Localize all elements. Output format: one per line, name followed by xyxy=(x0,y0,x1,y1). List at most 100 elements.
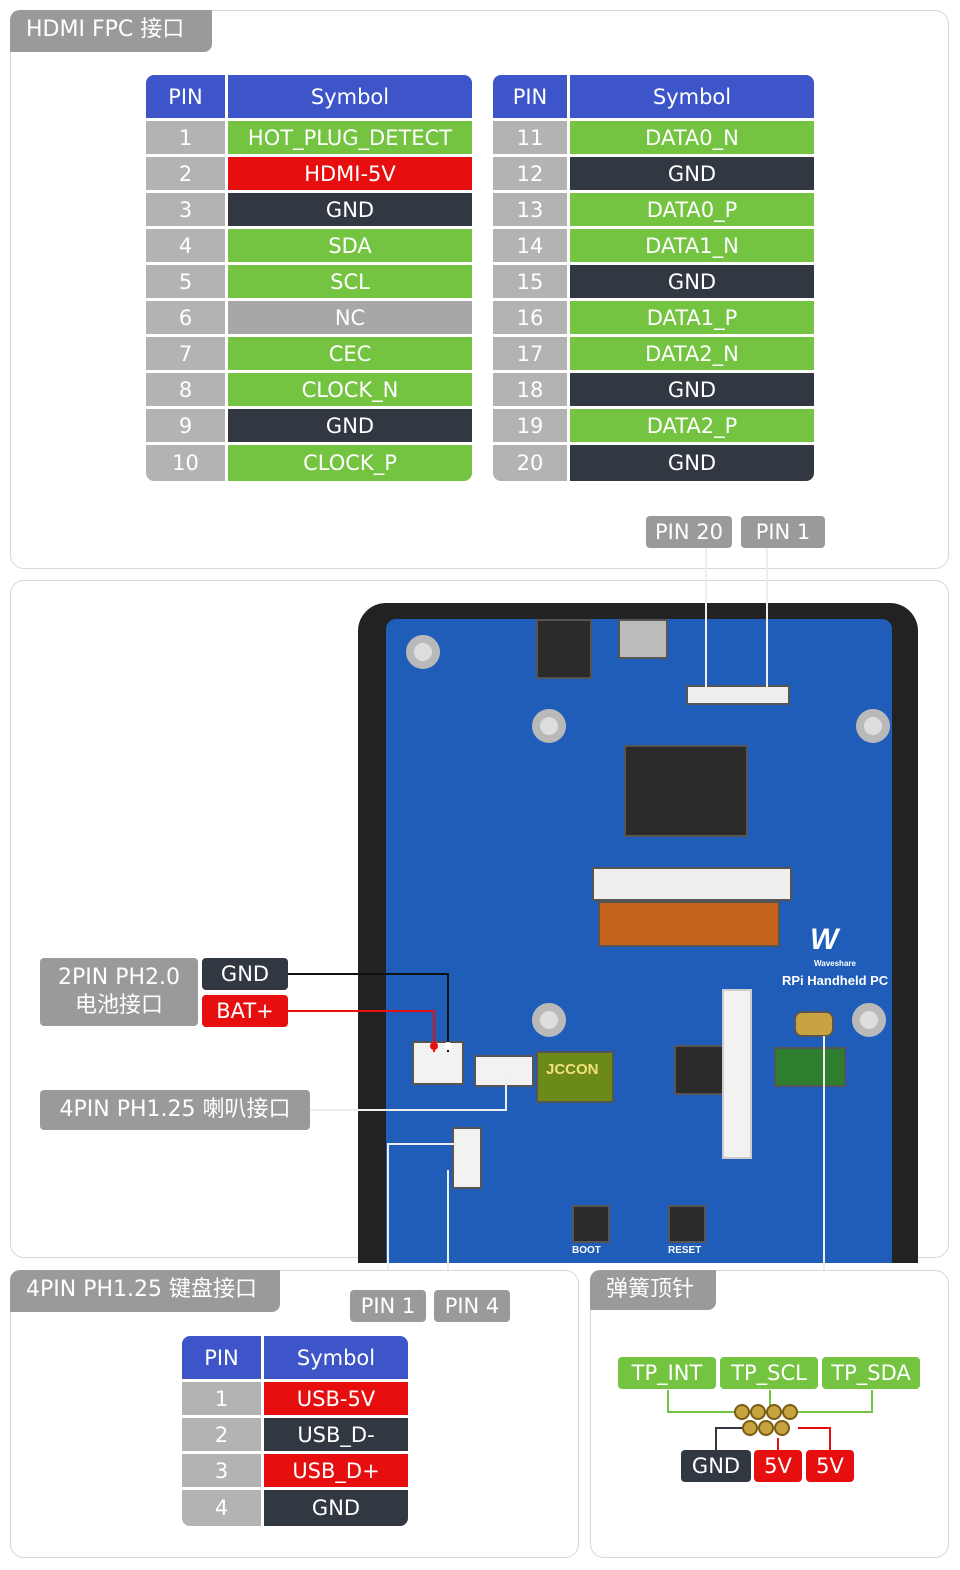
mount-hole xyxy=(856,709,890,743)
pin-symbol: HOT_PLUG_DETECT xyxy=(228,121,472,157)
inductor xyxy=(674,1045,726,1095)
battery-bat-label: BAT+ xyxy=(202,995,288,1027)
pin-symbol: GND xyxy=(264,1490,408,1526)
reset-button xyxy=(668,1205,706,1243)
pin-header: PIN xyxy=(493,75,570,121)
pin-symbol: GND xyxy=(228,409,472,445)
brand-name: Waveshare xyxy=(814,959,856,968)
pin-symbol: GND xyxy=(570,445,814,481)
tp-sda-label: TP_SDA xyxy=(822,1357,920,1389)
pin-number: 1 xyxy=(146,121,228,157)
pin-number: 6 xyxy=(146,301,228,337)
kbd-pin1-label: PIN 1 xyxy=(350,1290,426,1322)
keyboard-connector xyxy=(452,1127,482,1189)
brand-product: RPi Handheld PC xyxy=(782,973,889,988)
keyboard-connector-title: 4PIN PH1.25 键盘接口 xyxy=(10,1270,280,1312)
pin-symbol: SDA xyxy=(228,229,472,265)
reset-label: RESET xyxy=(668,1245,702,1256)
symbol-header: Symbol xyxy=(264,1336,408,1382)
spring-gnd-label: GND xyxy=(681,1450,751,1482)
pin-symbol: CLOCK_N xyxy=(228,373,472,409)
tp-int-label: TP_INT xyxy=(618,1357,716,1389)
flex-cable xyxy=(598,901,780,947)
pin20-label: PIN 20 xyxy=(646,516,732,548)
pin-number: 3 xyxy=(146,193,228,229)
pin-symbol: DATA1_N xyxy=(570,229,814,265)
pin-header: PIN xyxy=(146,75,228,121)
waveshare-logo-icon: W xyxy=(810,923,839,956)
mount-hole xyxy=(852,1003,886,1037)
pogo-pins xyxy=(794,1011,834,1037)
green-capacitor xyxy=(774,1047,846,1087)
pin-symbol: DATA2_P xyxy=(570,409,814,445)
pin-number: 1 xyxy=(182,1382,264,1418)
mount-hole xyxy=(532,709,566,743)
pin-number: 19 xyxy=(493,409,570,445)
kbd-pin4-label: PIN 4 xyxy=(434,1290,510,1322)
pogo-pin-icon xyxy=(734,1404,798,1436)
pin-number: 15 xyxy=(493,265,570,301)
pin-number: 4 xyxy=(146,229,228,265)
pin-number: 3 xyxy=(182,1454,264,1490)
pin-symbol: NC xyxy=(228,301,472,337)
5v-line-b xyxy=(798,1427,831,1450)
boot-button xyxy=(572,1205,610,1243)
symbol-header: Symbol xyxy=(228,75,472,121)
pin1-label: PIN 1 xyxy=(741,516,825,548)
mount-hole xyxy=(406,635,440,669)
pin-symbol: CLOCK_P xyxy=(228,445,472,481)
pin-number: 11 xyxy=(493,121,570,157)
pin-number: 13 xyxy=(493,193,570,229)
pin-symbol: USB_D+ xyxy=(264,1454,408,1490)
fpc-connector-top xyxy=(686,685,790,705)
pin-number: 9 xyxy=(146,409,228,445)
pin-symbol: USB_D- xyxy=(264,1418,408,1454)
battery-gnd-label: GND xyxy=(202,958,288,990)
spring-5v-label-a: 5V xyxy=(754,1450,802,1482)
pin-number: 2 xyxy=(182,1418,264,1454)
pin-symbol: GND xyxy=(228,193,472,229)
pin-number: 20 xyxy=(493,445,570,481)
board-photo: JCCON BOOT RESET Waveshare RPi Handheld … xyxy=(358,603,918,1263)
pin-number: 8 xyxy=(146,373,228,409)
pin-number: 17 xyxy=(493,337,570,373)
symbol-header: Symbol xyxy=(570,75,814,121)
pin-symbol: DATA1_P xyxy=(570,301,814,337)
pin-number: 4 xyxy=(182,1490,264,1526)
pin-header: PIN xyxy=(182,1336,264,1382)
pin-symbol: SCL xyxy=(228,265,472,301)
pin-number: 12 xyxy=(493,157,570,193)
pin-symbol: GND xyxy=(570,373,814,409)
pin-number: 2 xyxy=(146,157,228,193)
lcd-fpc-connector xyxy=(592,867,792,901)
boot-label: BOOT xyxy=(572,1245,601,1256)
pin-number: 5 xyxy=(146,265,228,301)
spring-pin-title: 弹簧顶针 xyxy=(590,1270,716,1310)
pin-symbol: CEC xyxy=(228,337,472,373)
pcb: JCCON BOOT RESET Waveshare RPi Handheld … xyxy=(386,619,892,1263)
battery-connector-title: 2PIN PH2.0 电池接口 xyxy=(40,958,198,1026)
pin-symbol: USB-5V xyxy=(264,1382,408,1418)
gnd-line xyxy=(715,1427,748,1450)
pin-number: 14 xyxy=(493,229,570,265)
pin-number: 18 xyxy=(493,373,570,409)
main-chip xyxy=(624,745,748,837)
spring-pin-diagram xyxy=(667,1390,873,1450)
tp-scl-label: TP_SCL xyxy=(720,1357,818,1389)
